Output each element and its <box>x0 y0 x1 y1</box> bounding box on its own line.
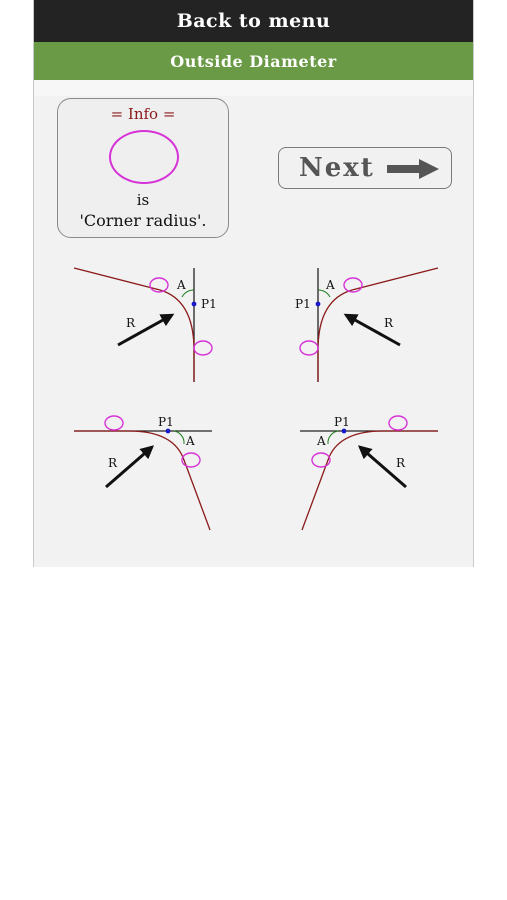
corner-diagrams: A P1 R A P1 R P1 A R <box>73 267 439 531</box>
angle-label: A <box>185 434 195 448</box>
angle-label: A <box>176 278 186 292</box>
point-label: P1 <box>158 415 174 429</box>
angle-label: A <box>316 434 326 448</box>
radius-label: R <box>384 316 394 330</box>
back-to-menu-button[interactable]: Back to menu <box>34 0 473 42</box>
point-label: P1 <box>201 297 217 311</box>
section-title: Outside Diameter <box>170 51 337 71</box>
angle-label: A <box>325 278 335 292</box>
radius-label: R <box>108 456 118 470</box>
right-arrow-icon <box>387 159 439 179</box>
next-label: Next <box>299 153 375 183</box>
info-is-text: is <box>136 191 150 209</box>
radius-label: R <box>396 456 406 470</box>
diagram-top-left: A P1 R <box>73 267 217 382</box>
point-label: P1 <box>334 415 350 429</box>
back-to-menu-label: Back to menu <box>176 10 331 32</box>
section-title-bar: Outside Diameter <box>34 42 473 80</box>
next-button[interactable]: Next <box>278 147 452 189</box>
diagram-top-right: A P1 R <box>295 267 439 382</box>
radius-label: R <box>126 316 136 330</box>
info-panel: = Info = is 'Corner radius'. <box>57 98 229 238</box>
point-label: P1 <box>295 297 311 311</box>
app-screen: Back to menu Outside Diameter = Info = i… <box>33 0 474 567</box>
divider-stripe <box>34 80 473 96</box>
diagram-bottom-left: P1 A R <box>74 415 212 531</box>
info-description: 'Corner radius'. <box>79 211 207 230</box>
diagram-bottom-right: P1 A R <box>300 415 438 531</box>
info-title: = Info = <box>110 105 176 123</box>
corner-radius-circle-icon <box>109 130 179 184</box>
